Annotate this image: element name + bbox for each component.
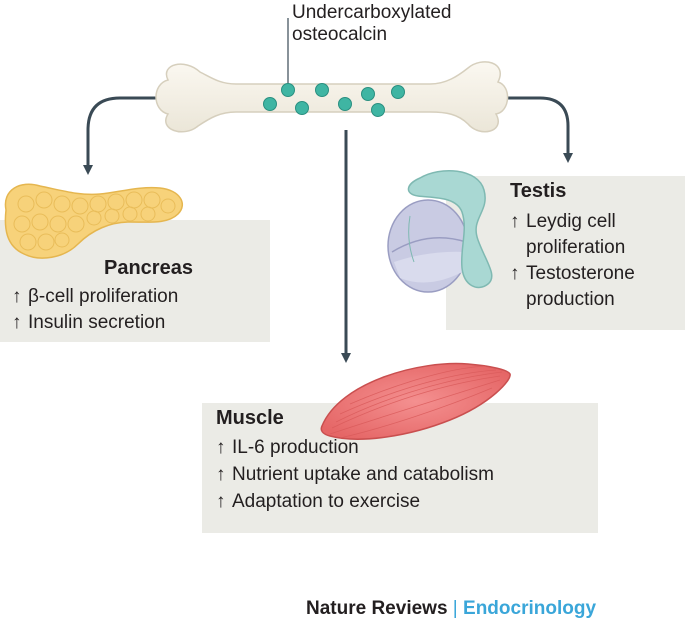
credit-separator: |	[452, 598, 458, 619]
muscle-effect-item: ↑ Adaptation to exercise	[216, 490, 420, 514]
osteocalcin-dot	[263, 97, 277, 111]
muscle-title: Muscle	[216, 407, 284, 429]
osteocalcin-label-line2: osteocalcin	[292, 24, 388, 45]
up-arrow-icon: ↑	[216, 464, 226, 485]
testis-effect-text: Leydig cell	[526, 211, 616, 232]
pancreas-effect-item: ↑ Insulin secretion	[12, 311, 165, 335]
osteocalcin-label-line1: Undercarboxylated	[292, 2, 452, 23]
up-arrow-icon: ↑	[12, 312, 22, 333]
testis-effect-item: ↑ Testosterone	[510, 262, 635, 286]
muscle-effect-text: IL-6 production	[232, 437, 359, 458]
testis-illustration	[387, 169, 493, 293]
arrow-to-testis	[505, 96, 573, 163]
osteocalcin-dots	[263, 83, 405, 117]
osteocalcin-dot	[391, 85, 405, 99]
testis-effect-item: production	[510, 288, 615, 312]
testis-box	[446, 176, 685, 330]
muscle-illustration	[320, 362, 511, 440]
up-arrow-icon: ↑	[12, 286, 22, 307]
journal-name: Nature Reviews	[306, 598, 448, 619]
up-arrow-icon: ↑	[216, 491, 226, 512]
muscle-effect-item: ↑ Nutrient uptake and catabolism	[216, 463, 494, 487]
pancreas-illustration	[4, 183, 183, 259]
testis-effect-item: proliferation	[510, 236, 625, 260]
muscle-effect-text: Adaptation to exercise	[232, 491, 421, 512]
osteocalcin-dot	[281, 83, 295, 97]
muscle-effect-text: Nutrient uptake and catabolism	[232, 464, 494, 485]
journal-credit: Nature Reviews | Endocrinology	[306, 598, 596, 620]
muscle-effect-item: ↑ IL-6 production	[216, 436, 359, 460]
connector-arrows	[83, 18, 573, 363]
osteocalcin-dot	[338, 97, 352, 111]
pancreas-effect-item: ↑ β-cell proliferation	[12, 285, 178, 309]
pancreas-title: Pancreas	[104, 257, 193, 279]
pancreas-effect-text: Insulin secretion	[28, 312, 166, 333]
bone-illustration	[155, 61, 509, 133]
testis-effect-text: production	[526, 289, 615, 310]
osteocalcin-dot	[295, 101, 309, 115]
osteocalcin-dot	[315, 83, 329, 97]
testis-effect-text: Testosterone	[526, 263, 635, 284]
testis-effect-text: proliferation	[526, 237, 626, 258]
up-arrow-icon: ↑	[510, 263, 520, 284]
osteocalcin-dot	[371, 103, 385, 117]
journal-subject: Endocrinology	[463, 598, 597, 619]
testis-effect-item: ↑ Leydig cell	[510, 210, 616, 234]
up-arrow-icon: ↑	[510, 211, 520, 232]
arrow-to-pancreas	[83, 96, 160, 175]
pancreas-effect-text: β-cell proliferation	[28, 286, 179, 307]
up-arrow-icon: ↑	[216, 437, 226, 458]
osteocalcin-dot	[361, 87, 375, 101]
osteocalcin-label: Undercarboxylated osteocalcin	[292, 2, 451, 46]
testis-title: Testis	[510, 180, 567, 202]
